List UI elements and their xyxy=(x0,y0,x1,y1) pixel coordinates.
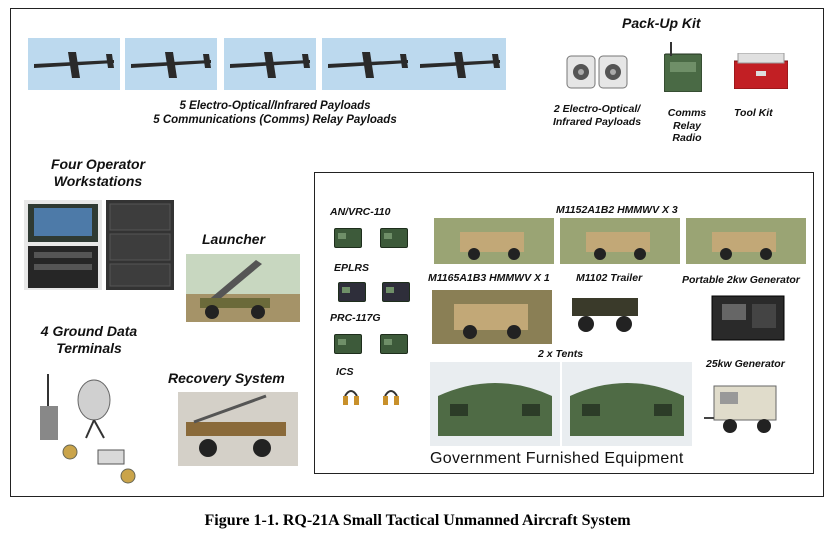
portable-generator-image xyxy=(711,295,785,341)
pack-eo-ir-label: 2 Electro-Optical/ Infrared Payloads xyxy=(552,103,642,128)
ics-label: ICS xyxy=(336,366,354,378)
comms-relay-radio-label: Comms Relay Radio xyxy=(667,107,707,145)
figure-frame xyxy=(10,8,824,497)
radio-icon xyxy=(334,228,362,248)
figure-caption: Figure 1-1. RQ-21A Small Tactical Unmann… xyxy=(204,512,631,529)
operator-workstation-image xyxy=(24,200,102,290)
25kw-generator-label: 25kw Generator xyxy=(706,358,785,370)
hmmwv-image xyxy=(560,218,680,264)
drone-image xyxy=(414,38,506,90)
ground-data-terminals-label: 4 Ground Data Terminals xyxy=(40,323,138,356)
radio-icon xyxy=(380,228,408,248)
headset-icon xyxy=(343,390,359,405)
trailer-image xyxy=(572,298,638,332)
hmmwv-single-image xyxy=(432,290,552,344)
operator-workstation-case-image xyxy=(106,200,174,290)
m1102-trailer-label: M1102 Trailer xyxy=(576,272,643,284)
payloads-label: 5 Electro-Optical/Infrared Payloads 5 Co… xyxy=(153,100,397,126)
eo-ir-payload-image xyxy=(566,55,628,89)
ground-data-terminal-image xyxy=(28,366,146,490)
an-vrc-110-label: AN/VRC-110 xyxy=(330,206,391,218)
tool-kit-label: Tool Kit xyxy=(734,107,773,119)
gfe-box xyxy=(314,172,814,474)
radio-icon xyxy=(338,282,366,302)
drone-image xyxy=(28,38,120,90)
prc-117g-label: PRC-117G xyxy=(330,312,381,324)
recovery-system-image xyxy=(178,392,298,466)
comms-relay-radio-image xyxy=(664,42,702,92)
tents-label: 2 x Tents xyxy=(538,348,584,360)
tent-image xyxy=(430,362,560,446)
hmmwv-image xyxy=(686,218,806,264)
tool-kit-image xyxy=(734,53,788,89)
radio-icon xyxy=(380,334,408,354)
portable-generator-label: Portable 2kw Generator xyxy=(682,274,800,286)
drone-image xyxy=(224,38,316,90)
workstations-label: Four Operator Workstations xyxy=(50,156,146,189)
hmmwv-image xyxy=(434,218,554,264)
gfe-title: Government Furnished Equipment xyxy=(430,450,684,467)
radio-icon xyxy=(334,334,362,354)
drone-image xyxy=(322,38,414,90)
drone-image xyxy=(125,38,217,90)
pack-up-kit-title: Pack-Up Kit xyxy=(622,15,701,31)
hmmwv-x3-label: M1152A1B2 HMMWV X 3 xyxy=(556,204,678,216)
launcher-label: Launcher xyxy=(202,231,266,247)
radio-icon xyxy=(382,282,410,302)
recovery-system-label: Recovery System xyxy=(168,370,285,386)
eplrs-label: EPLRS xyxy=(334,262,370,274)
launcher-image xyxy=(186,254,300,322)
tent-image xyxy=(562,362,692,446)
25kw-generator-image xyxy=(704,385,777,433)
hmmwv-x1-label: M1165A1B3 HMMWV X 1 xyxy=(428,272,550,284)
headset-icon xyxy=(383,390,399,405)
